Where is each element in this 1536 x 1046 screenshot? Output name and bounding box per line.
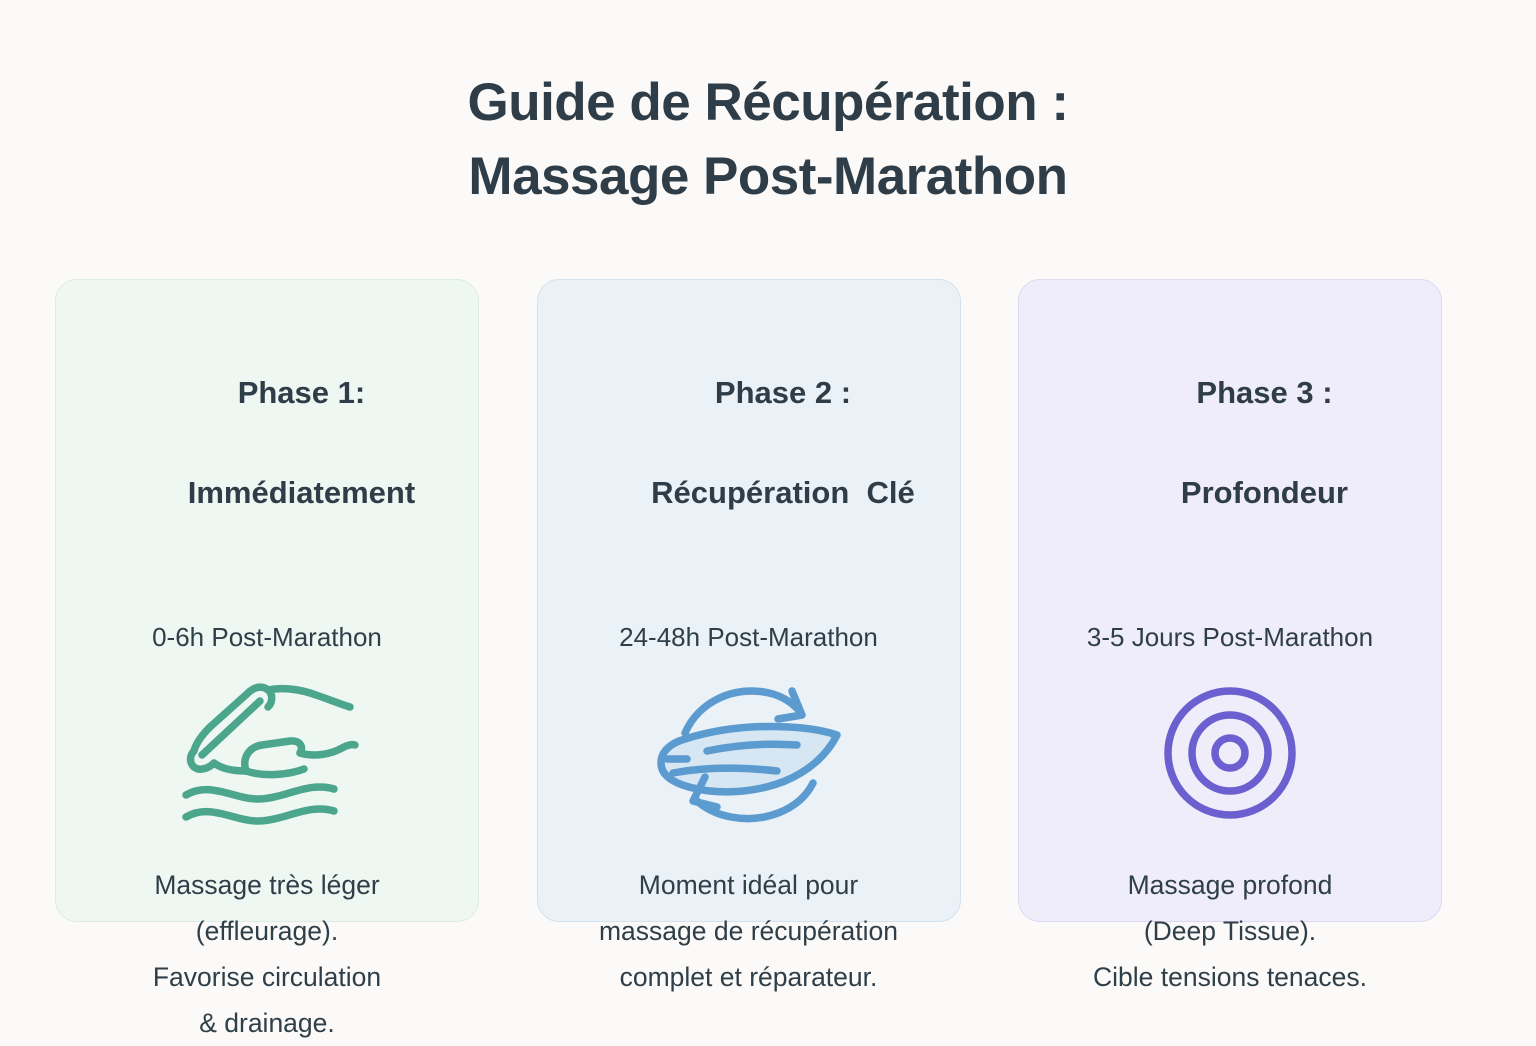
- phase-card-1-title-line-2: Immédiatement: [187, 475, 416, 510]
- infographic-page: Guide de Récupération : Massage Post-Mar…: [0, 66, 1536, 1038]
- hand-effleurage-icon: [172, 677, 362, 834]
- page-title: Guide de Récupération : Massage Post-Mar…: [0, 66, 1536, 214]
- phase-card-1-title: Phase 1: Immédiatement: [119, 318, 415, 568]
- phase-card-3-title-line-1: Phase 3 :: [1196, 375, 1333, 410]
- phase-card-3-timing: 3-5 Jours Post-Marathon: [1086, 622, 1374, 652]
- phase-card-2-icon-wrap: [649, 677, 849, 834]
- page-title-line-1: Guide de Récupération :: [467, 73, 1069, 132]
- page-title-line-2: Massage Post-Marathon: [468, 147, 1068, 206]
- phase-card-list: Phase 1: Immédiatement 0-6h Post-Maratho…: [55, 279, 1442, 1038]
- phase-card-2: Phase 2 : Récupération Clé 24-48h Post-M…: [536, 279, 961, 992]
- deep-tissue-target-icon: [1154, 677, 1306, 834]
- phase-card-2-title-line-2: Récupération Clé: [651, 475, 915, 510]
- phase-card-3-title: Phase 3 : Profondeur: [1112, 318, 1348, 568]
- phase-card-1-description: Massage très léger (effleurage). Favoris…: [152, 870, 382, 1038]
- phase-card-3-title-line-2: Profondeur: [1180, 475, 1348, 510]
- phase-card-1-title-line-1: Phase 1:: [237, 375, 366, 410]
- muscle-recovery-cycle-icon: [649, 677, 849, 834]
- phase-card-3-description: Massage profond (Deep Tissue). Cible ten…: [1093, 870, 1367, 992]
- phase-card-1: Phase 1: Immédiatement 0-6h Post-Maratho…: [55, 279, 479, 1038]
- phase-card-1-timing: 0-6h Post-Marathon: [152, 622, 382, 652]
- phase-card-1-icon-wrap: [172, 677, 362, 834]
- phase-card-2-description: Moment idéal pour massage de récupératio…: [598, 870, 899, 992]
- phase-card-2-timing: 24-48h Post-Marathon: [619, 622, 878, 652]
- phase-card-2-title-line-1: Phase 2 :: [714, 375, 852, 410]
- phase-card-3-icon-wrap: [1154, 677, 1306, 834]
- phase-card-2-title: Phase 2 : Récupération Clé: [582, 318, 915, 568]
- phase-card-3: Phase 3 : Profondeur 3-5 Jours Post-Mara…: [1018, 279, 1442, 992]
